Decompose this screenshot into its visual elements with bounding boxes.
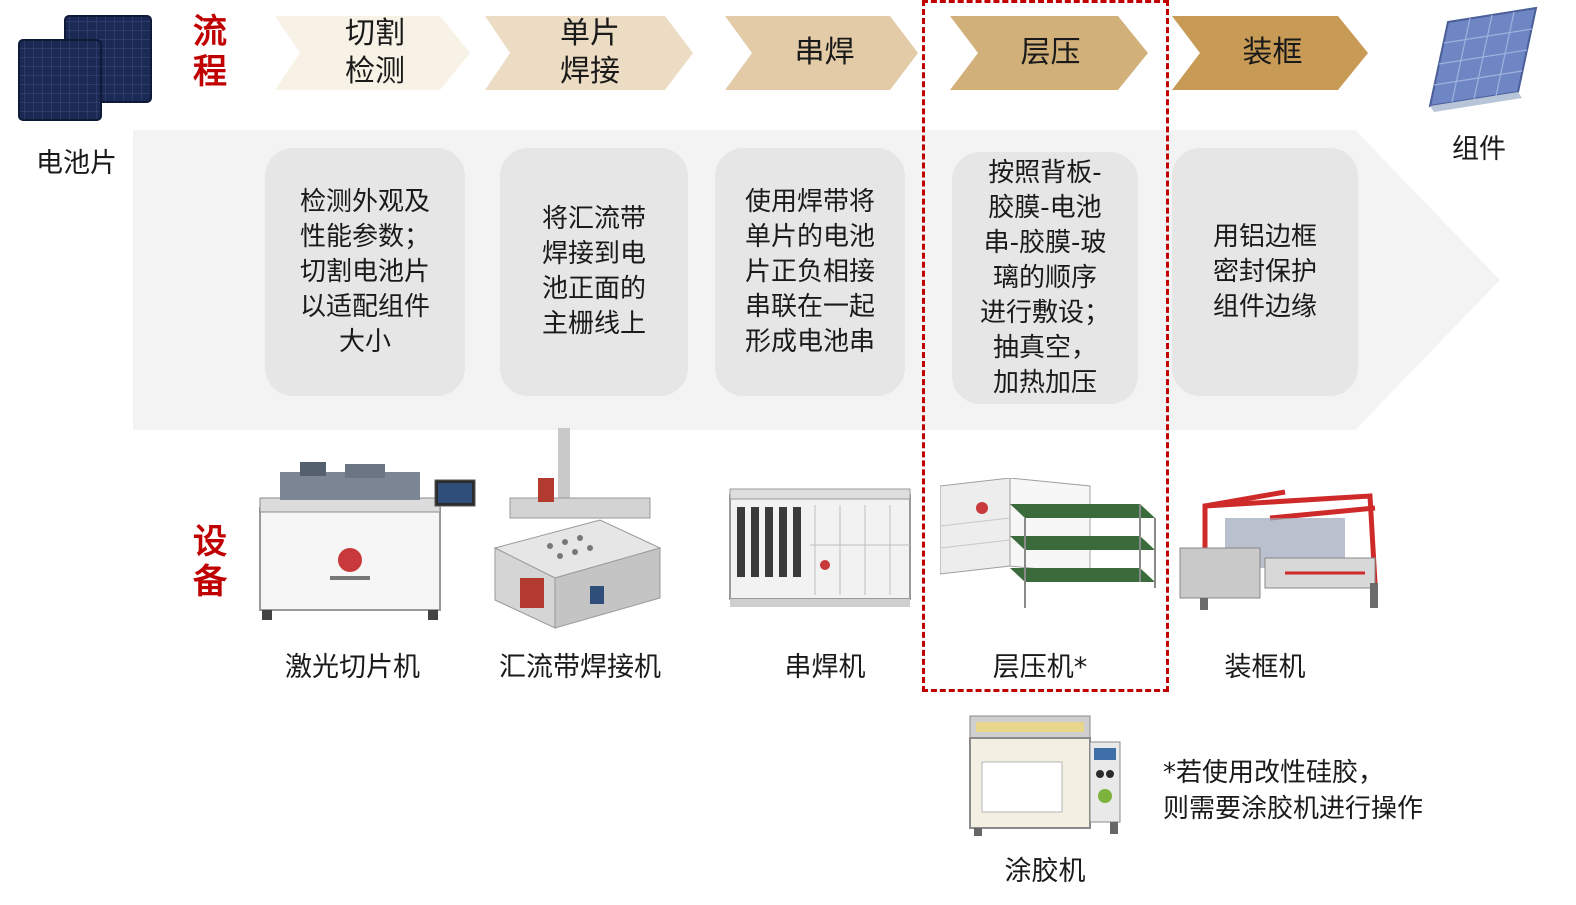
step-name-laminate: 层压 [1020, 35, 1081, 70]
footnote: *若使用改性硅胶， 则需要涂胶机进行操作 [1163, 758, 1424, 824]
process-card-laminate: 按照背板- 胶膜-电池 串-胶膜-玻 璃的顺序 进行敷设； 抽真空， 加热加压 [952, 152, 1138, 404]
row-label-equipment: 设备 [193, 522, 227, 602]
laminator-machine-image [940, 478, 1156, 608]
start-label: 电池片 [36, 148, 117, 179]
chevron-5 [1172, 16, 1368, 90]
busbar-welder-machine-image [493, 428, 662, 629]
process-card-string-weld: 使用焊带将 单片的电池 片正负相接 串联在一起 形成电池串 [715, 148, 905, 396]
stringer-machine-image [729, 488, 911, 607]
step-name-string-weld: 串焊 [794, 35, 855, 70]
row-label-flow: 流程 [193, 12, 227, 92]
chevron-3 [725, 16, 918, 90]
glue-coater-machine-image [969, 715, 1121, 836]
equipment-label-laminator: 层压机* [992, 652, 1088, 683]
chevron-2 [485, 16, 693, 90]
equipment-label-laser-cutter: 激光切片机 [285, 652, 420, 683]
chevron-4 [950, 16, 1148, 90]
solar-cell-icon [18, 15, 152, 121]
process-card-framing: 用铝边框 密封保护 组件边缘 [1172, 148, 1358, 396]
framing-machine-image [1179, 489, 1378, 610]
solar-module-icon [1428, 6, 1538, 112]
step-name-framing: 装框 [1242, 35, 1303, 70]
process-card-single-weld: 将汇流带 焊接到电 池正面的 主栅线上 [500, 148, 688, 396]
end-label: 组件 [1452, 134, 1506, 165]
equipment-label-framing: 装框机 [1224, 652, 1306, 683]
equipment-label-busbar-welder: 汇流带焊接机 [499, 652, 661, 683]
equipment-label-glue-coater: 涂胶机 [1004, 856, 1086, 887]
chevron-1 [275, 16, 470, 90]
step-name-single-weld: 单片 焊接 [560, 16, 620, 89]
process-card-cut-inspect: 检测外观及 性能参数； 切割电池片 以适配组件 大小 [265, 148, 465, 396]
equipment-label-stringer: 串焊机 [784, 652, 866, 683]
laser-cutter-machine-image [259, 462, 476, 620]
step-name-cut-inspect: 切割 检测 [345, 16, 405, 89]
laminate-highlight-box [922, 0, 1169, 692]
